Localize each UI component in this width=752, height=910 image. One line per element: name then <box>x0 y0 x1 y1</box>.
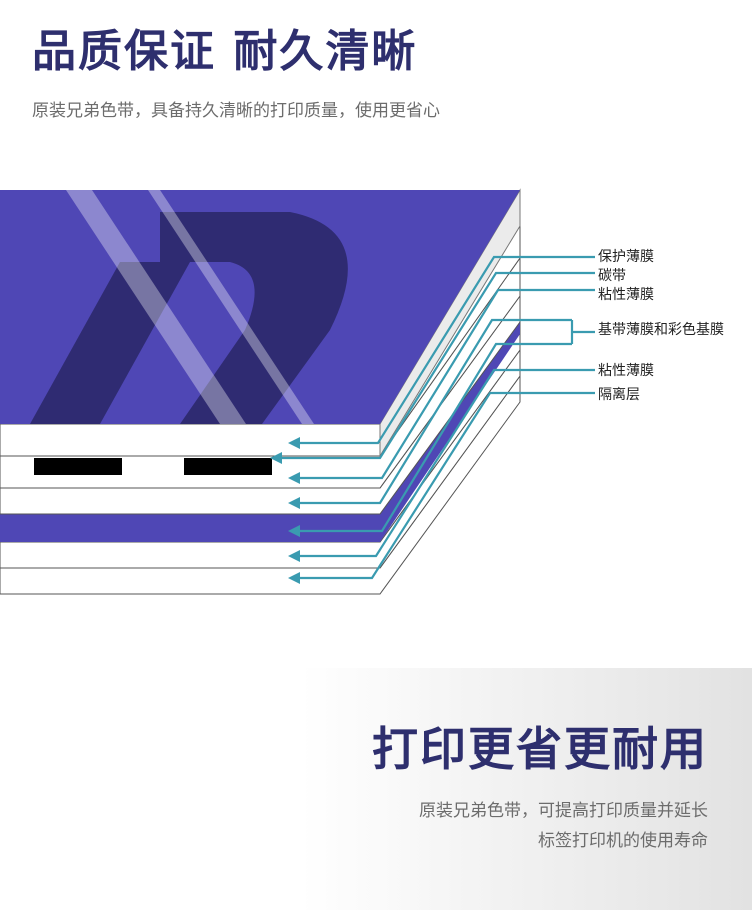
ink-block <box>184 458 272 475</box>
layer-color-band <box>0 322 520 542</box>
layer-stack <box>0 188 521 595</box>
arrowhead <box>288 472 300 484</box>
section-title: 打印更省更耐用 <box>372 722 708 776</box>
logo-stroke <box>30 262 190 424</box>
tape-layers-diagram: 保护薄膜 碳带 粘性薄膜 基带薄膜和彩色基膜 粘性薄膜 隔离层 <box>0 188 724 595</box>
callout-color-film <box>300 342 572 533</box>
bottom-band <box>0 668 752 910</box>
glare-stripe <box>148 190 314 424</box>
section-desc-line2: 标签打印机的使用寿命 <box>538 831 708 851</box>
arrowhead <box>288 525 300 537</box>
callout-lines <box>270 255 595 584</box>
label-protective-film: 保护薄膜 <box>598 249 654 265</box>
top-surface-edge <box>379 188 521 458</box>
glare-stripe <box>66 190 246 424</box>
arrowhead <box>288 572 300 584</box>
page-subtitle: 原装兄弟色带，具备持久清晰的打印质量，使用更省心 <box>32 101 440 121</box>
callout-adhesive-film <box>300 288 595 480</box>
arrowhead <box>288 550 300 562</box>
layer-labels: 保护薄膜 碳带 粘性薄膜 基带薄膜和彩色基膜 粘性薄膜 隔离层 <box>598 249 724 403</box>
callout-ink-ribbon <box>282 271 595 460</box>
section-desc-line1: 原装兄弟色带，可提高打印质量并延长 <box>419 801 708 821</box>
brand-logo-mark <box>160 212 348 424</box>
arrowhead <box>288 497 300 509</box>
callout-separator <box>300 391 595 580</box>
page-title: 品质保证 耐久清晰 <box>32 26 418 77</box>
label-adhesive-film-lower: 粘性薄膜 <box>598 363 654 379</box>
ink-block <box>34 458 122 475</box>
arrowhead <box>288 437 300 449</box>
arrowhead <box>270 452 282 464</box>
label-adhesive-film: 粘性薄膜 <box>598 287 654 303</box>
label-base-color-film: 基带薄膜和彩色基膜 <box>598 321 724 338</box>
callout-protective-film <box>300 255 595 445</box>
callout-adhesive-lower <box>300 368 595 558</box>
label-ink-ribbon: 碳带 <box>598 268 626 284</box>
label-separator: 隔离层 <box>598 386 640 403</box>
callout-bracket <box>570 320 595 344</box>
callout-base-film <box>300 318 572 505</box>
